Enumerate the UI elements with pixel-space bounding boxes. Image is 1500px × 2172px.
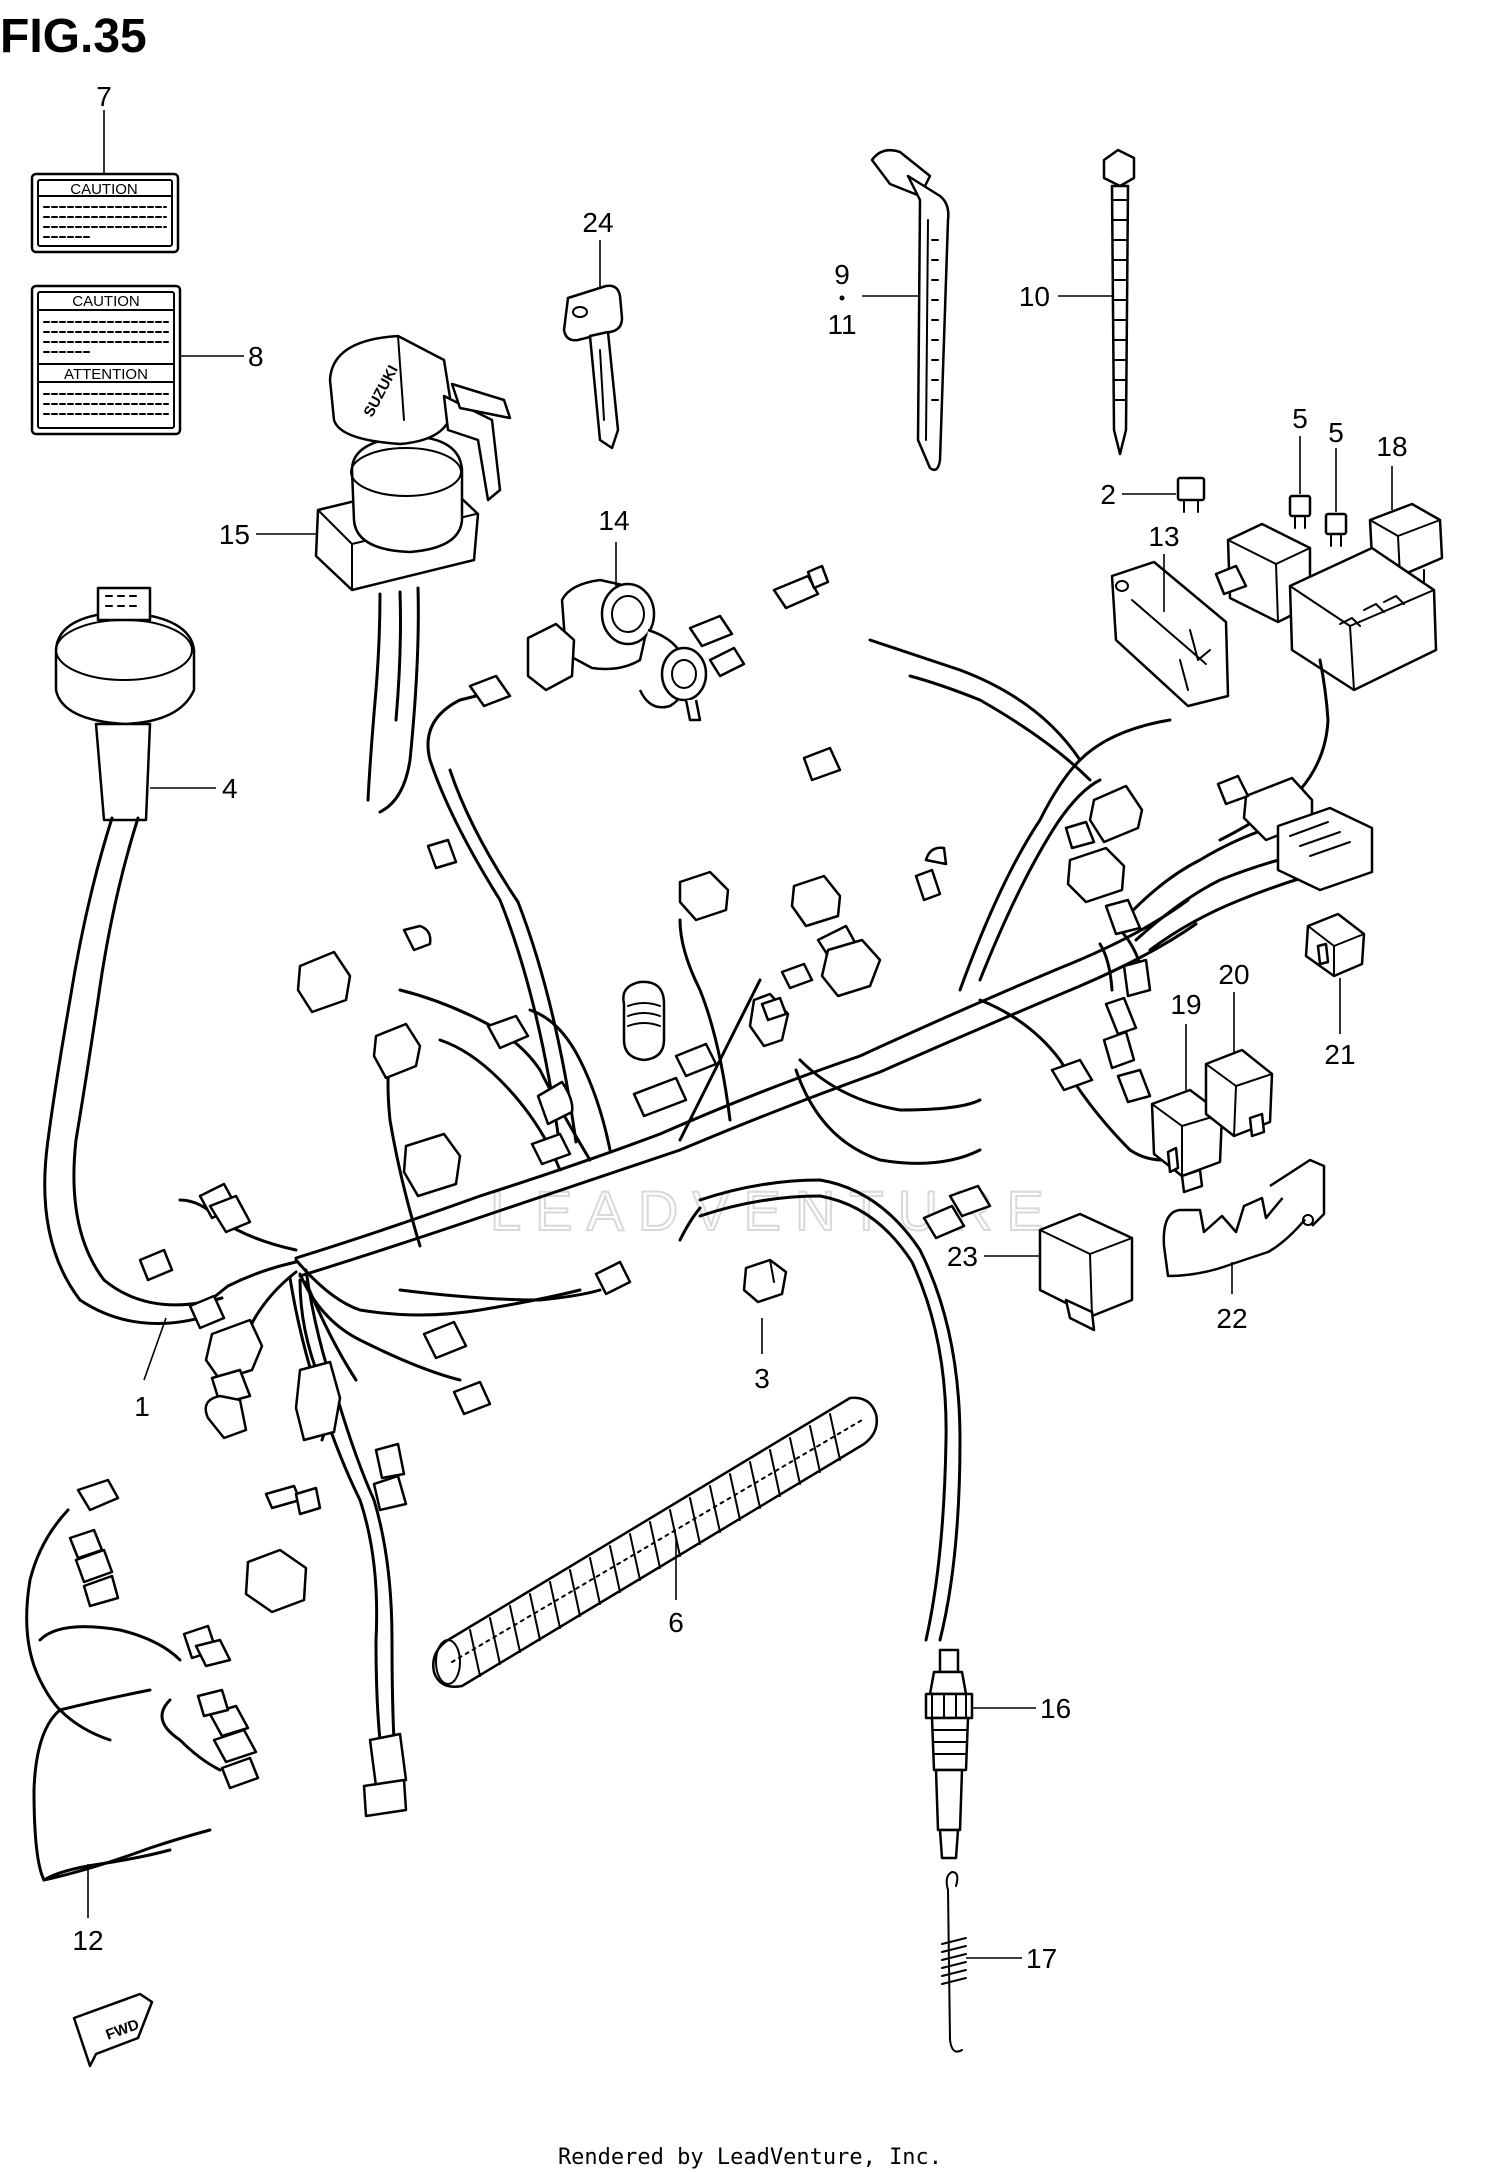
relay-20: [1204, 1048, 1274, 1138]
callout-11: 11: [827, 309, 856, 340]
socket-14: [526, 578, 708, 722]
fwd-arrow: FWD: [72, 1992, 154, 2068]
connectors: [138, 564, 1374, 1818]
connector-21: [1304, 912, 1366, 978]
callout-21: 21: [1324, 1039, 1355, 1070]
callout-19: 19: [1170, 989, 1201, 1020]
corrugated-tube-6: [432, 1396, 878, 1688]
callout-16: 16: [1040, 1693, 1071, 1724]
callout-5a: 5: [1292, 403, 1308, 434]
callout-13: 13: [1148, 521, 1179, 552]
callout-12: 12: [72, 1925, 103, 1956]
footer-credit: Rendered by LeadVenture, Inc.: [558, 2145, 942, 2170]
callout-15: 15: [219, 519, 250, 550]
ignition-switch-15: SUZUKI: [314, 334, 512, 814]
callout-22: 22: [1216, 1303, 1247, 1334]
connector-3: [742, 1258, 788, 1304]
callout-5b: 5: [1328, 417, 1344, 448]
caution-text: CAUTION: [72, 293, 140, 310]
callout-3: 3: [754, 1363, 770, 1394]
callout-2: 2: [1100, 479, 1116, 510]
callout-23: 23: [947, 1241, 978, 1272]
relay-19: [1150, 1088, 1224, 1194]
fuse-box: [1218, 522, 1438, 842]
bracket-22: [1162, 1158, 1326, 1278]
sub-harness-12: [25, 1478, 260, 1882]
callout-10: 10: [1019, 281, 1050, 312]
caution-attention-label-8: CAUTION ATTENTION: [30, 284, 182, 436]
caution-label-7: CAUTION: [30, 172, 180, 254]
attention-text: ATTENTION: [64, 366, 148, 383]
caution-text: CAUTION: [70, 181, 138, 198]
callout-24: 24: [582, 207, 613, 238]
callout-7: 7: [96, 81, 112, 112]
cable-clamp-9-11: [870, 149, 950, 471]
callout-17: 17: [1026, 1943, 1057, 1974]
fuse-5b: [1324, 512, 1348, 547]
spring-clip-17: [941, 1871, 967, 2053]
figure-title: FIG.35: [0, 10, 147, 63]
fuse-2: [1176, 476, 1206, 513]
relay-23: [1038, 1212, 1134, 1332]
callout-18: 18: [1376, 431, 1407, 462]
sensor-16: [924, 1648, 974, 1860]
callout-8: 8: [248, 341, 264, 372]
harness-4: [43, 586, 224, 1325]
bracket-13: [1110, 560, 1230, 708]
cable-tie-10: [1102, 148, 1136, 456]
fuse-5a: [1288, 494, 1312, 529]
callout-20: 20: [1218, 959, 1249, 990]
callout-4: 4: [222, 773, 238, 804]
callout-9: 9: [834, 259, 850, 290]
callout-14: 14: [598, 505, 629, 536]
callout-1: 1: [134, 1391, 150, 1422]
callout-6: 6: [668, 1607, 684, 1638]
ignition-key-24: [562, 284, 624, 450]
